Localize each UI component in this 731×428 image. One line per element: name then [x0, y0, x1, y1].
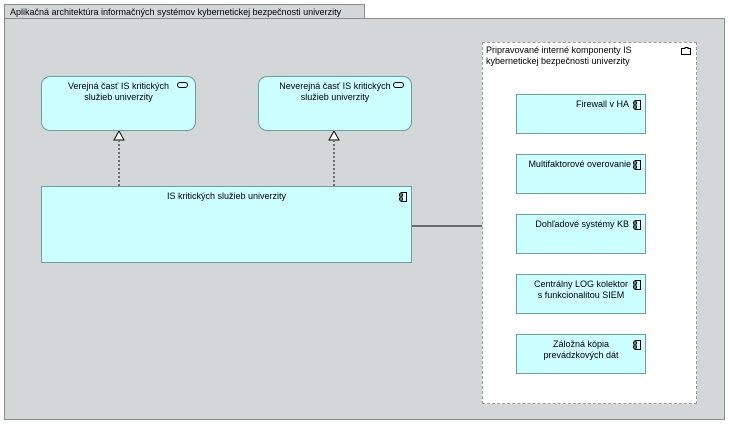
component-firewall[interactable]: Firewall v HA: [516, 94, 646, 134]
main-component-label: IS kritických služieb univerzity: [166, 191, 287, 201]
application-component-icon: [633, 160, 641, 170]
application-component-icon: [633, 340, 641, 350]
component-label: Dohľadové systémy KB: [535, 219, 629, 229]
application-component-icon: [633, 280, 641, 290]
component-mfa[interactable]: Multifaktorové overovanie: [516, 154, 646, 194]
package-title: Pripravované interné komponenty IS kyber…: [486, 45, 632, 66]
application-component-icon: [633, 100, 641, 110]
application-component-icon: [633, 220, 641, 230]
component-label: Záložná kópia prevádzkových dát: [543, 339, 619, 360]
public-service-label: Verejná časť IS kritických služieb unive…: [68, 81, 169, 102]
realization-nonpublic-arrowhead: [328, 129, 340, 141]
component-label: Firewall v HA: [575, 99, 629, 109]
public-service[interactable]: Verejná časť IS kritických služieb unive…: [41, 76, 196, 131]
realization-public-arrowhead: [113, 129, 125, 141]
component-siem[interactable]: Centrálny LOG kolektor s funkcionalitou …: [516, 274, 646, 314]
component-backup[interactable]: Záložná kópia prevádzkových dát: [516, 334, 646, 374]
application-service-icon: [393, 82, 404, 88]
view-title-tab: Aplikačná architektúra informačných syst…: [4, 4, 365, 19]
component-label: Centrálny LOG kolektor s funkcionalitou …: [533, 279, 629, 300]
nonpublic-service-label: Neverejná časť IS kritických služieb uni…: [279, 81, 391, 102]
application-service-icon: [177, 82, 188, 88]
main-component[interactable]: IS kritických služieb univerzity: [41, 186, 412, 263]
application-component-icon: [399, 192, 407, 202]
view-title: Aplikačná architektúra informačných syst…: [10, 7, 342, 17]
nonpublic-service[interactable]: Neverejná časť IS kritických služieb uni…: [258, 76, 412, 131]
component-label: Multifaktorové overovanie: [528, 159, 631, 169]
component-monitoring[interactable]: Dohľadové systémy KB: [516, 214, 646, 254]
folder-icon: [681, 47, 691, 55]
